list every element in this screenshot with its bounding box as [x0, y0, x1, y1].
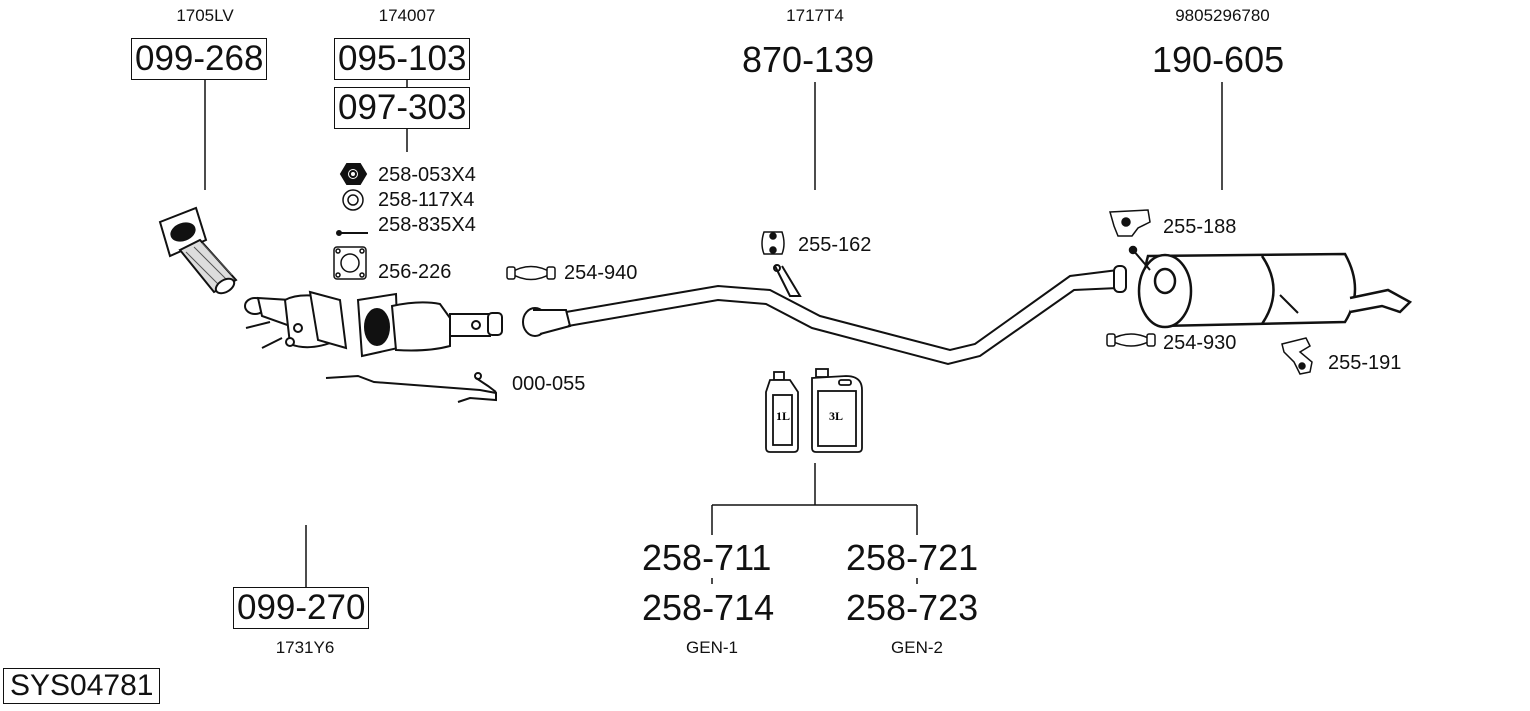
- gen-label: GEN-1: [686, 638, 738, 657]
- part-number-000-055[interactable]: 000-055: [512, 373, 586, 395]
- part-number-095-103[interactable]: 095-103: [334, 38, 471, 80]
- container-label-3l: 3L: [829, 409, 843, 423]
- part-number-258-723[interactable]: 258-723: [846, 587, 979, 628]
- bracket-hanger-icon: [1281, 337, 1313, 375]
- clamp-icon: [506, 265, 556, 281]
- part-number-254-930[interactable]: 254-930: [1163, 332, 1237, 354]
- part-number-255-188[interactable]: 255-188: [1163, 216, 1237, 238]
- part-number-258-117[interactable]: 258-117X4: [378, 189, 475, 211]
- catalytic-converter-icon: [244, 290, 348, 350]
- bracket-hanger-icon: [1109, 209, 1151, 237]
- leader-lines: [204, 80, 1223, 588]
- clamp-icon: [1106, 333, 1156, 347]
- ref-number: 1717T4: [786, 6, 844, 25]
- ref-number: 1705LV: [176, 6, 234, 25]
- flex-pipe-icon: [158, 206, 238, 295]
- fluid-can-3l-icon: [811, 368, 863, 453]
- ref-number: 9805296780: [1175, 6, 1270, 25]
- container-label-1l: 1L: [776, 409, 790, 423]
- gasket-icon: [333, 246, 367, 280]
- rubber-hanger-icon: [761, 231, 785, 255]
- sensor-pipe-icon: [325, 372, 497, 403]
- part-number-255-191[interactable]: 255-191: [1328, 352, 1402, 374]
- bolt-icon: [336, 230, 368, 236]
- ref-number: 174007: [378, 6, 436, 25]
- part-number-099-268[interactable]: 099-268: [131, 38, 268, 80]
- part-number-258-835[interactable]: 258-835X4: [378, 214, 476, 236]
- part-number-258-721[interactable]: 258-721: [846, 537, 979, 578]
- part-number-870-139[interactable]: 870-139: [742, 39, 875, 80]
- part-number-099-270[interactable]: 099-270: [233, 587, 370, 629]
- middle-pipe-icon: [522, 264, 1127, 366]
- part-number-258-714[interactable]: 258-714: [642, 587, 775, 628]
- part-number-190-605[interactable]: 190-605: [1152, 39, 1285, 80]
- gen-label: GEN-2: [891, 638, 943, 657]
- ref-number: 1731Y6: [275, 638, 335, 657]
- part-number-256-226[interactable]: 256-226: [378, 261, 452, 283]
- part-number-097-303[interactable]: 097-303: [334, 87, 471, 129]
- fluid-bottle-1l-icon: [765, 371, 799, 453]
- part-number-258-711[interactable]: 258-711: [642, 537, 772, 578]
- particulate-filter-icon: [356, 292, 503, 358]
- rear-muffler-icon: [1128, 245, 1413, 329]
- nut-icon: [339, 163, 368, 185]
- part-number-254-940[interactable]: 254-940: [564, 262, 638, 284]
- system-id: SYS04781: [3, 668, 161, 704]
- part-number-255-162[interactable]: 255-162: [798, 234, 872, 256]
- part-number-258-053[interactable]: 258-053X4: [378, 164, 476, 186]
- washer-icon: [342, 189, 364, 211]
